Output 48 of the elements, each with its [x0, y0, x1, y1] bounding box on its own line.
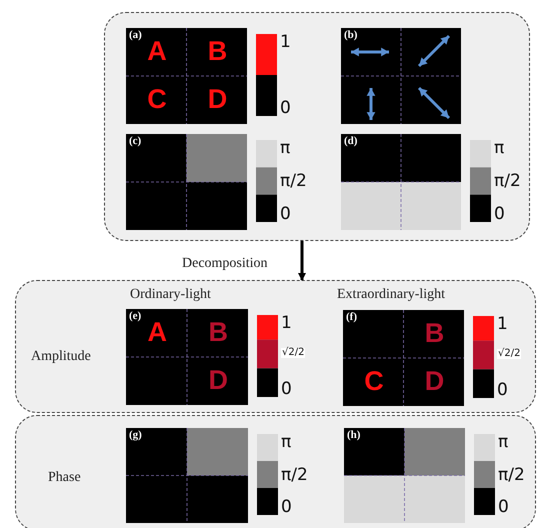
- panel-label: (d): [344, 135, 358, 147]
- arrow: [298, 241, 306, 281]
- tick-label: 0: [281, 380, 292, 398]
- column-label: Ordinary-light: [130, 287, 211, 303]
- tick-label: 0: [497, 382, 508, 399]
- tick-label: π/2: [498, 466, 525, 484]
- tick-label: √2/2: [497, 349, 522, 359]
- tick-label: 0: [280, 100, 291, 117]
- panel-label: (b): [344, 29, 358, 41]
- group-box: [104, 12, 530, 241]
- tick-label: 0: [281, 498, 292, 516]
- edge-label: Decomposition: [182, 256, 268, 272]
- panel-label: (c): [129, 135, 142, 147]
- quadrant-letter: D: [424, 368, 444, 395]
- tick-label: π: [498, 434, 508, 452]
- panel-label: (g): [129, 429, 142, 441]
- tick-label: π/2: [494, 173, 521, 190]
- tick-label: 0: [280, 206, 291, 223]
- quadrant-letter: D: [208, 86, 228, 113]
- tick-label: π/2: [280, 173, 307, 190]
- tick-label: π: [494, 140, 504, 158]
- tick-label: 0: [498, 498, 509, 516]
- panel-label: (a): [129, 29, 142, 41]
- tick-label: π: [280, 140, 290, 158]
- quadrant-letter: B: [208, 319, 228, 346]
- quadrant-letter: B: [424, 320, 444, 347]
- tick-label: 1: [281, 315, 292, 332]
- group-box: [15, 280, 536, 413]
- image-panel: [341, 28, 461, 124]
- group-box: [15, 415, 536, 528]
- column-label: Extraordinary-light: [337, 287, 446, 303]
- tick-label: 1: [280, 34, 291, 52]
- panel-label: (e): [129, 310, 142, 322]
- panel-label: (f): [346, 311, 357, 323]
- quadrant-letter: C: [147, 86, 167, 113]
- tick-label: √2/2: [281, 348, 306, 358]
- quadrant-letter: D: [208, 367, 228, 394]
- quadrant-letter: A: [148, 319, 167, 346]
- tick-label: 0: [494, 206, 505, 223]
- tick-label: π/2: [281, 466, 308, 484]
- tick-label: π: [281, 434, 292, 452]
- quadrant-letter: C: [364, 368, 384, 395]
- row-label: Amplitude: [31, 349, 91, 365]
- panel-label: (h): [347, 429, 360, 441]
- quadrant-letter: B: [208, 38, 228, 65]
- row-label: Phase: [48, 470, 81, 486]
- quadrant-letter: A: [147, 38, 167, 65]
- tick-label: 1: [497, 316, 508, 334]
